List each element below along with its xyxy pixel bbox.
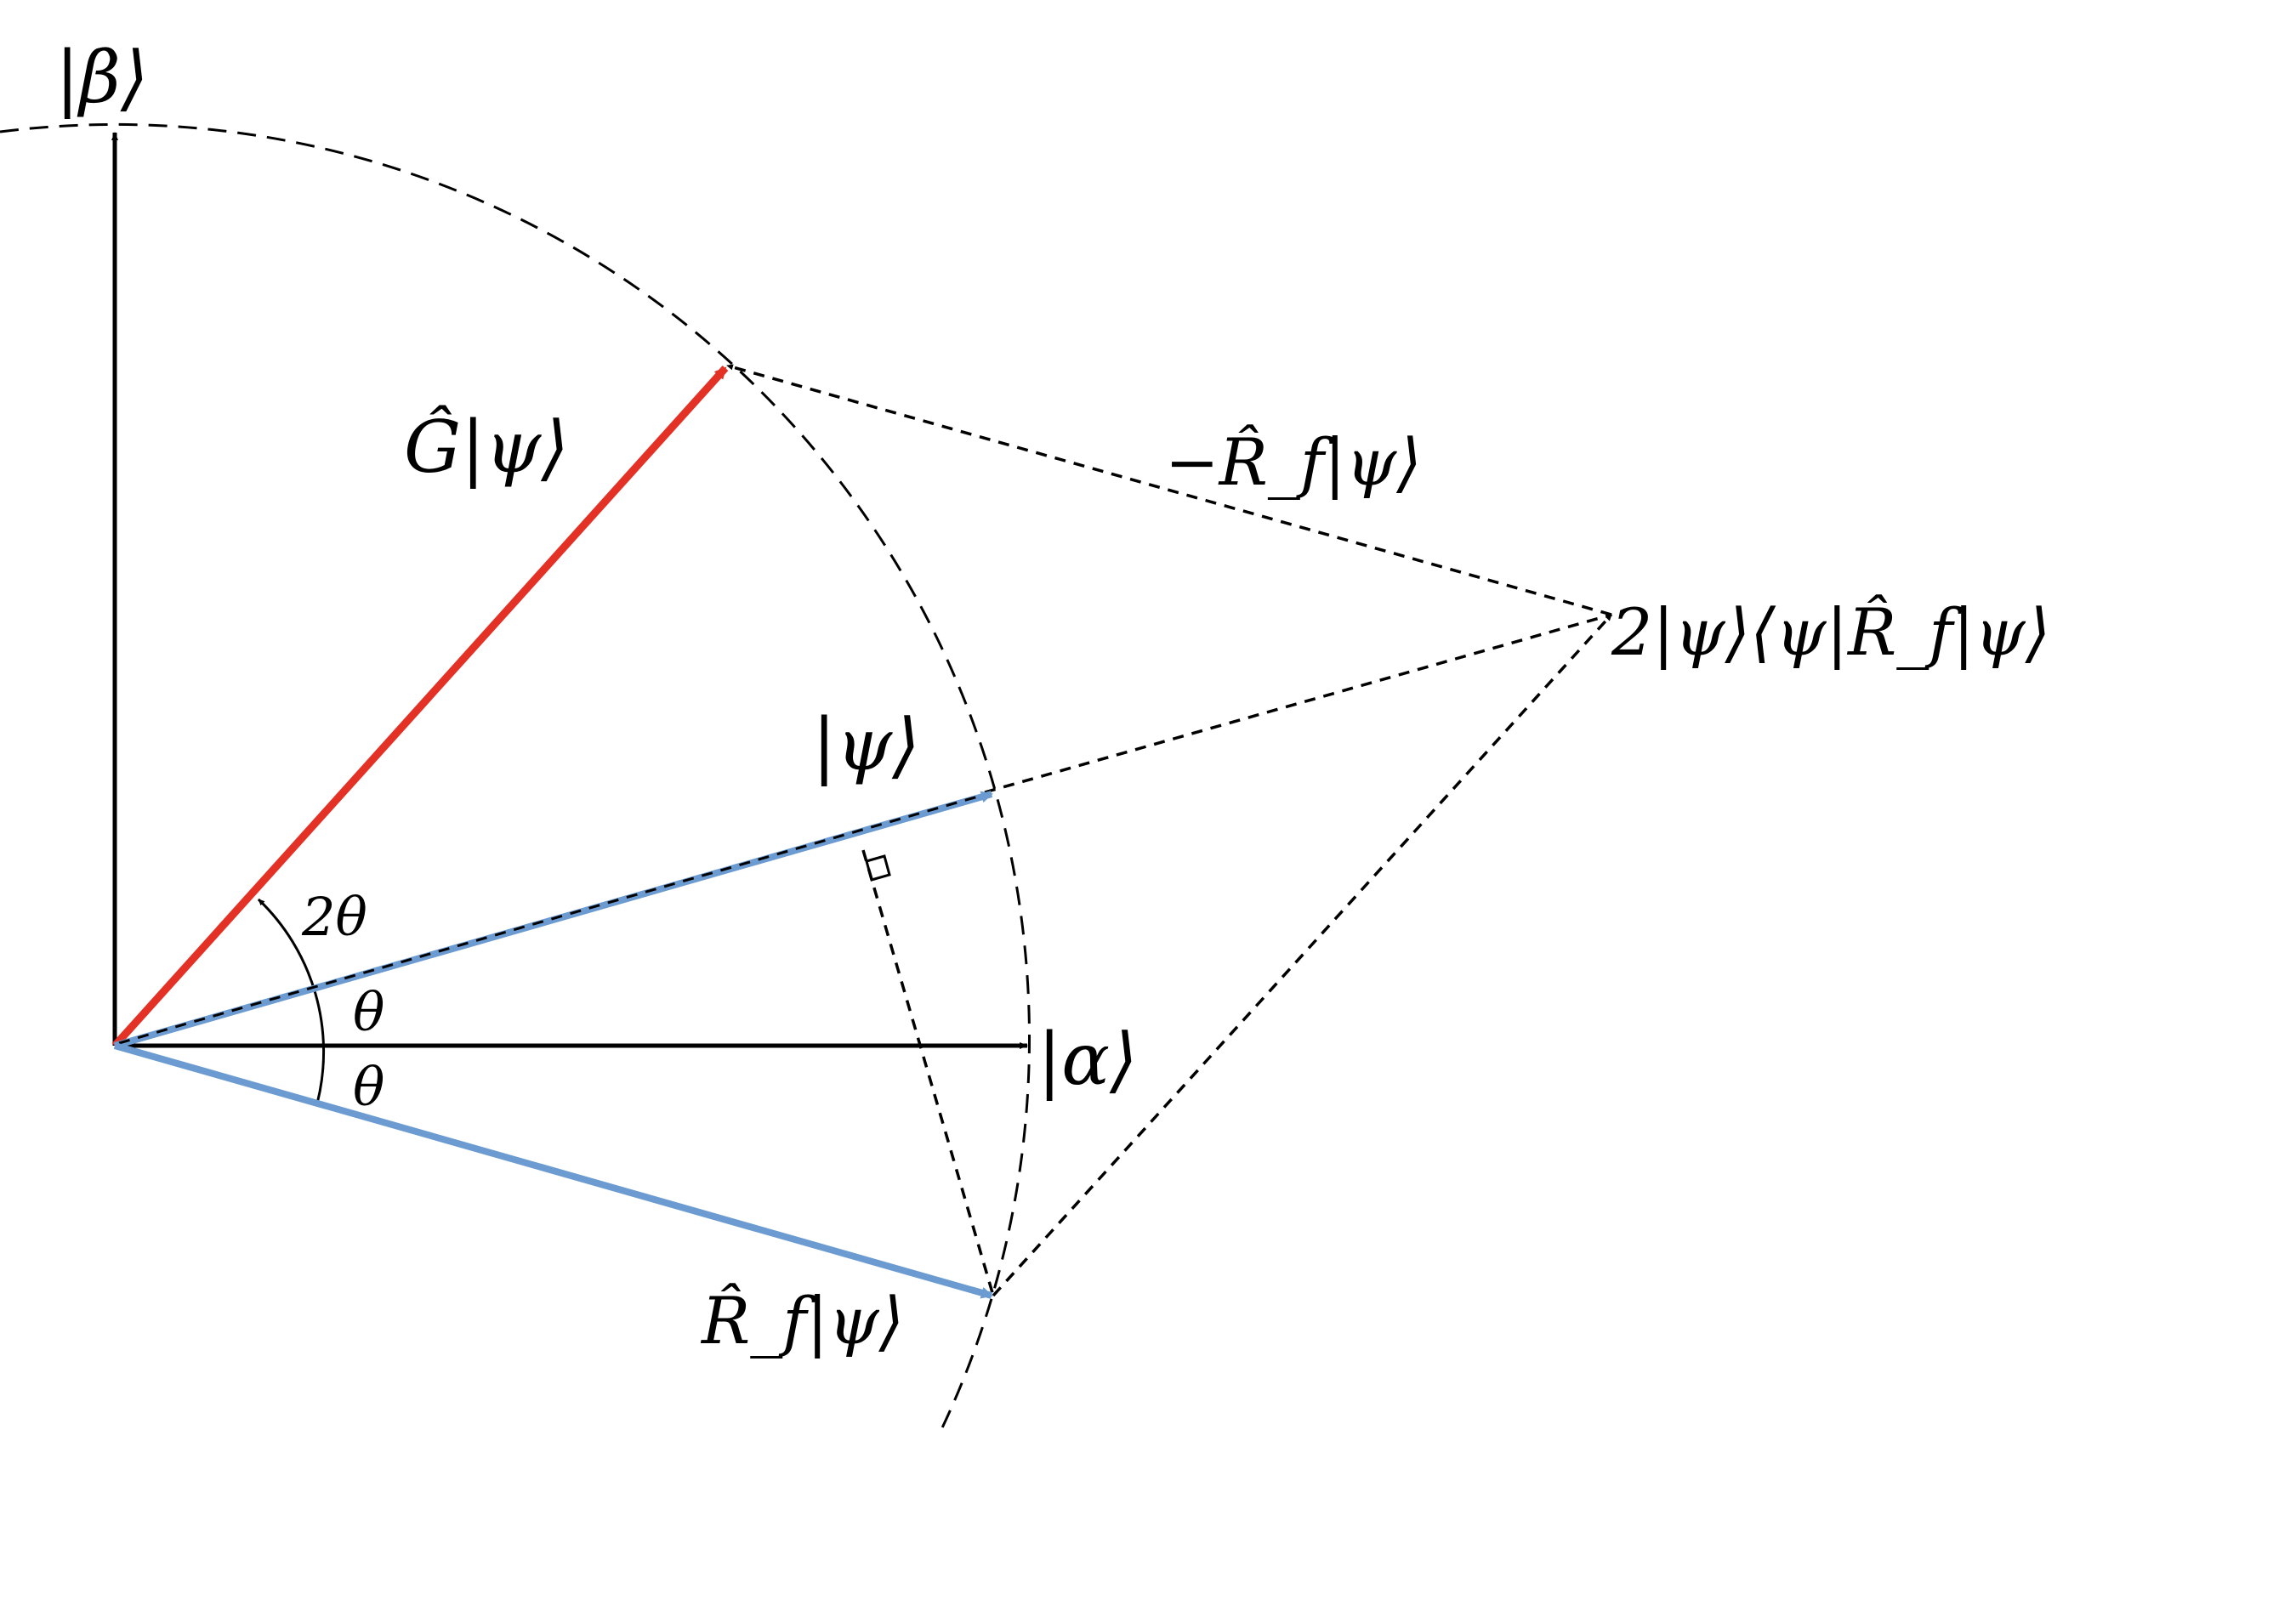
rf-psi-label: R̂_f|ψ⟩ — [700, 1283, 904, 1359]
grover-psi-label: Ĝ|ψ⟩ — [404, 405, 569, 489]
angle-theta-lower-label: θ — [353, 1056, 384, 1118]
neg-rf-psi-label: −R̂_f|ψ⟩ — [1165, 424, 1422, 500]
rf-to-projection-line — [992, 613, 1613, 1297]
rf-psi-vector — [113, 1042, 993, 1299]
neg-rf-psi-line — [726, 364, 1612, 616]
beta-label: |β⟩ — [55, 36, 149, 119]
unit-circle-arc — [0, 122, 1031, 1438]
psi-extension-line — [984, 613, 1612, 794]
grover-vector — [111, 365, 729, 1049]
right-angle-mark — [865, 854, 891, 882]
alpha-label: |α⟩ — [1037, 1018, 1138, 1101]
psi-vector — [113, 791, 993, 1049]
angle-2theta-label: 2θ — [301, 886, 367, 948]
projection-label: 2|ψ⟩⟨ψ|R̂_f|ψ⟩ — [1611, 594, 2050, 670]
psi-label: |ψ⟩ — [812, 703, 920, 786]
angle-theta-upper-label: θ — [353, 981, 384, 1043]
psi-overlay-dashes — [118, 795, 979, 1045]
angle-arc-2theta — [257, 898, 326, 1104]
perpendicular-line — [861, 849, 995, 1296]
